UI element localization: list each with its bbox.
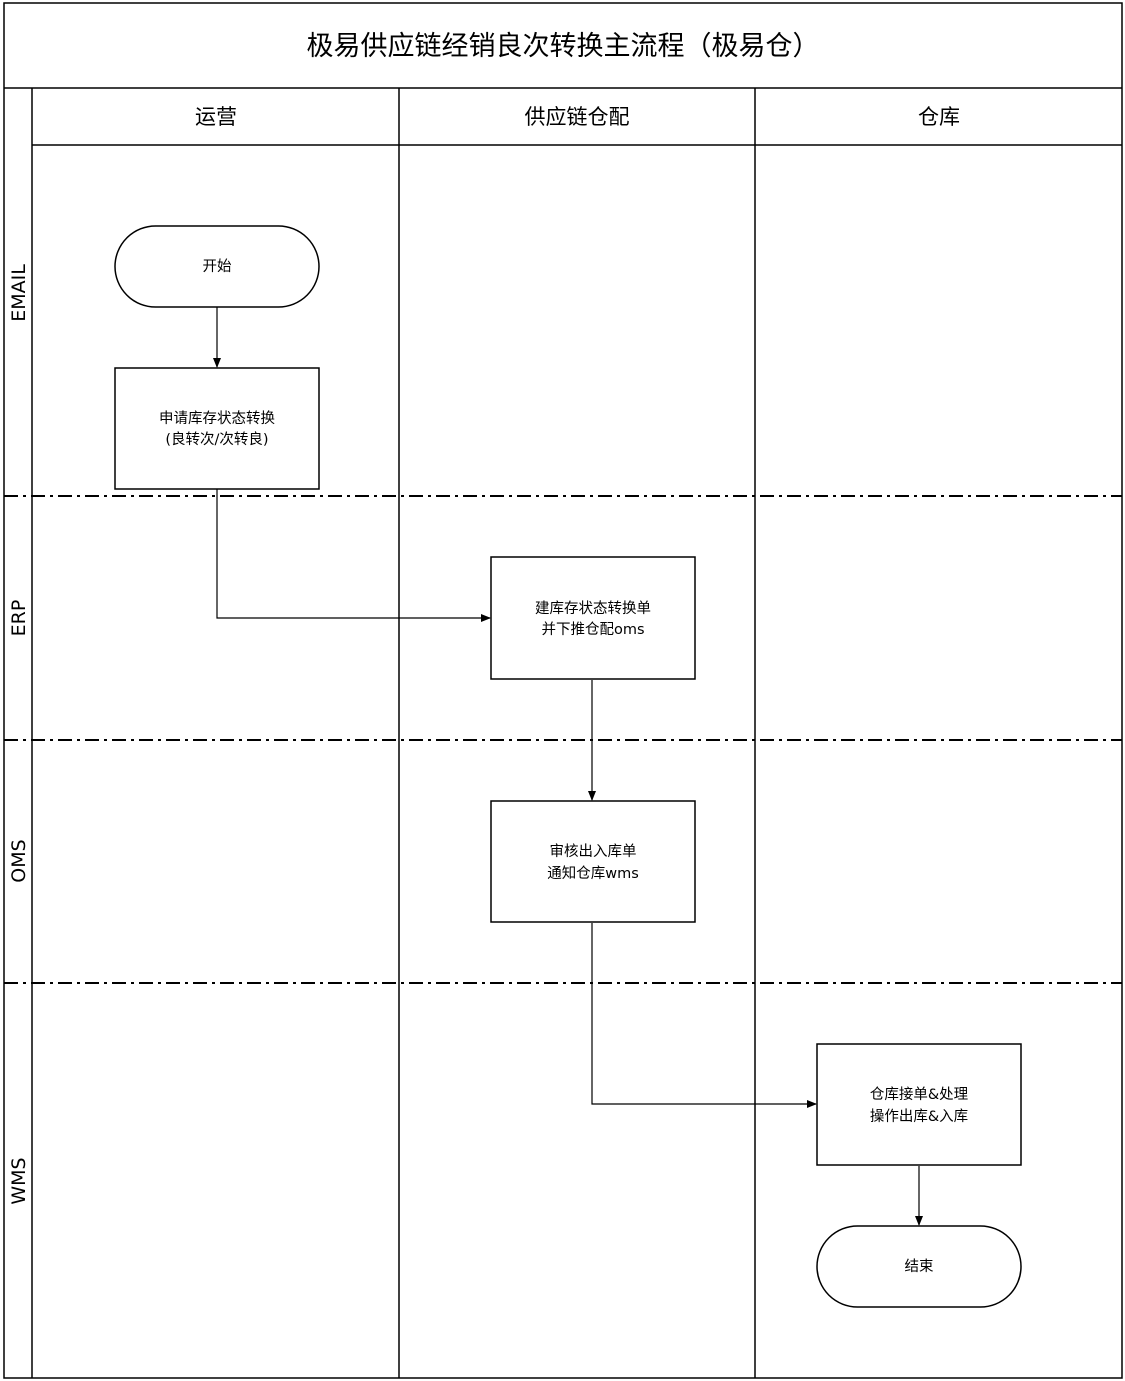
connectors bbox=[213, 307, 923, 1226]
column-dividers bbox=[31, 88, 756, 1378]
column-header-wh: 仓库 bbox=[918, 105, 960, 129]
process-shape bbox=[816, 1043, 1022, 1166]
node-start-label: 开始 bbox=[203, 258, 232, 275]
column-header-ops: 运营 bbox=[195, 105, 237, 129]
lane-label-wms: WMS bbox=[8, 1157, 30, 1204]
edge-apply-to-create-order bbox=[216, 489, 491, 622]
node-review-order: 审核出入库单 通知仓库wms bbox=[490, 800, 696, 923]
node-start: 开始 bbox=[114, 225, 320, 308]
diagram-frame bbox=[3, 2, 1123, 1379]
node-warehouse-process-label-line-2: 操作出库&入库 bbox=[870, 1108, 968, 1125]
column-header-row: 运营 供应链仓配 仓库 bbox=[32, 105, 1122, 146]
node-create-order: 建库存状态转换单 并下推仓配oms bbox=[490, 556, 696, 680]
node-warehouse-process-label-line-1: 仓库接单&处理 bbox=[870, 1086, 969, 1103]
edge-review-order-to-warehouse-process bbox=[591, 923, 817, 1108]
node-review-order-label-line-2: 通知仓库wms bbox=[547, 865, 639, 882]
node-end-label: 结束 bbox=[905, 1258, 934, 1275]
node-create-order-label-line-1: 建库存状态转换单 bbox=[535, 600, 651, 617]
diagram-title: 极易供应链经销良次转换主流程（极易仓） bbox=[307, 31, 820, 62]
process-shape bbox=[114, 367, 320, 490]
title-band: 极易供应链经销良次转换主流程（极易仓） bbox=[4, 31, 1122, 89]
node-apply: 申请库存状态转换 (良转次/次转良) bbox=[114, 367, 320, 490]
terminator-shape bbox=[114, 225, 320, 308]
lane-separators bbox=[4, 495, 1122, 984]
node-warehouse-process: 仓库接单&处理 操作出库&入库 bbox=[816, 1043, 1022, 1166]
lane-label-email: EMAIL bbox=[8, 264, 30, 322]
node-apply-label-line-1: 申请库存状态转换 bbox=[159, 410, 275, 427]
node-create-order-label-line-2: 并下推仓配oms bbox=[541, 621, 644, 638]
node-review-order-label-line-1: 审核出入库单 bbox=[550, 843, 637, 860]
lane-label-erp: ERP bbox=[8, 600, 30, 637]
terminator-shape bbox=[816, 1225, 1022, 1308]
lane-label-oms: OMS bbox=[8, 839, 30, 882]
process-shape bbox=[490, 556, 696, 680]
column-header-scm: 供应链仓配 bbox=[525, 105, 630, 129]
node-apply-label-line-2: (良转次/次转良) bbox=[165, 431, 268, 448]
process-shape bbox=[490, 800, 696, 923]
lane-labels: EMAIL ERP OMS WMS bbox=[8, 264, 30, 1205]
node-end: 结束 bbox=[816, 1225, 1022, 1308]
